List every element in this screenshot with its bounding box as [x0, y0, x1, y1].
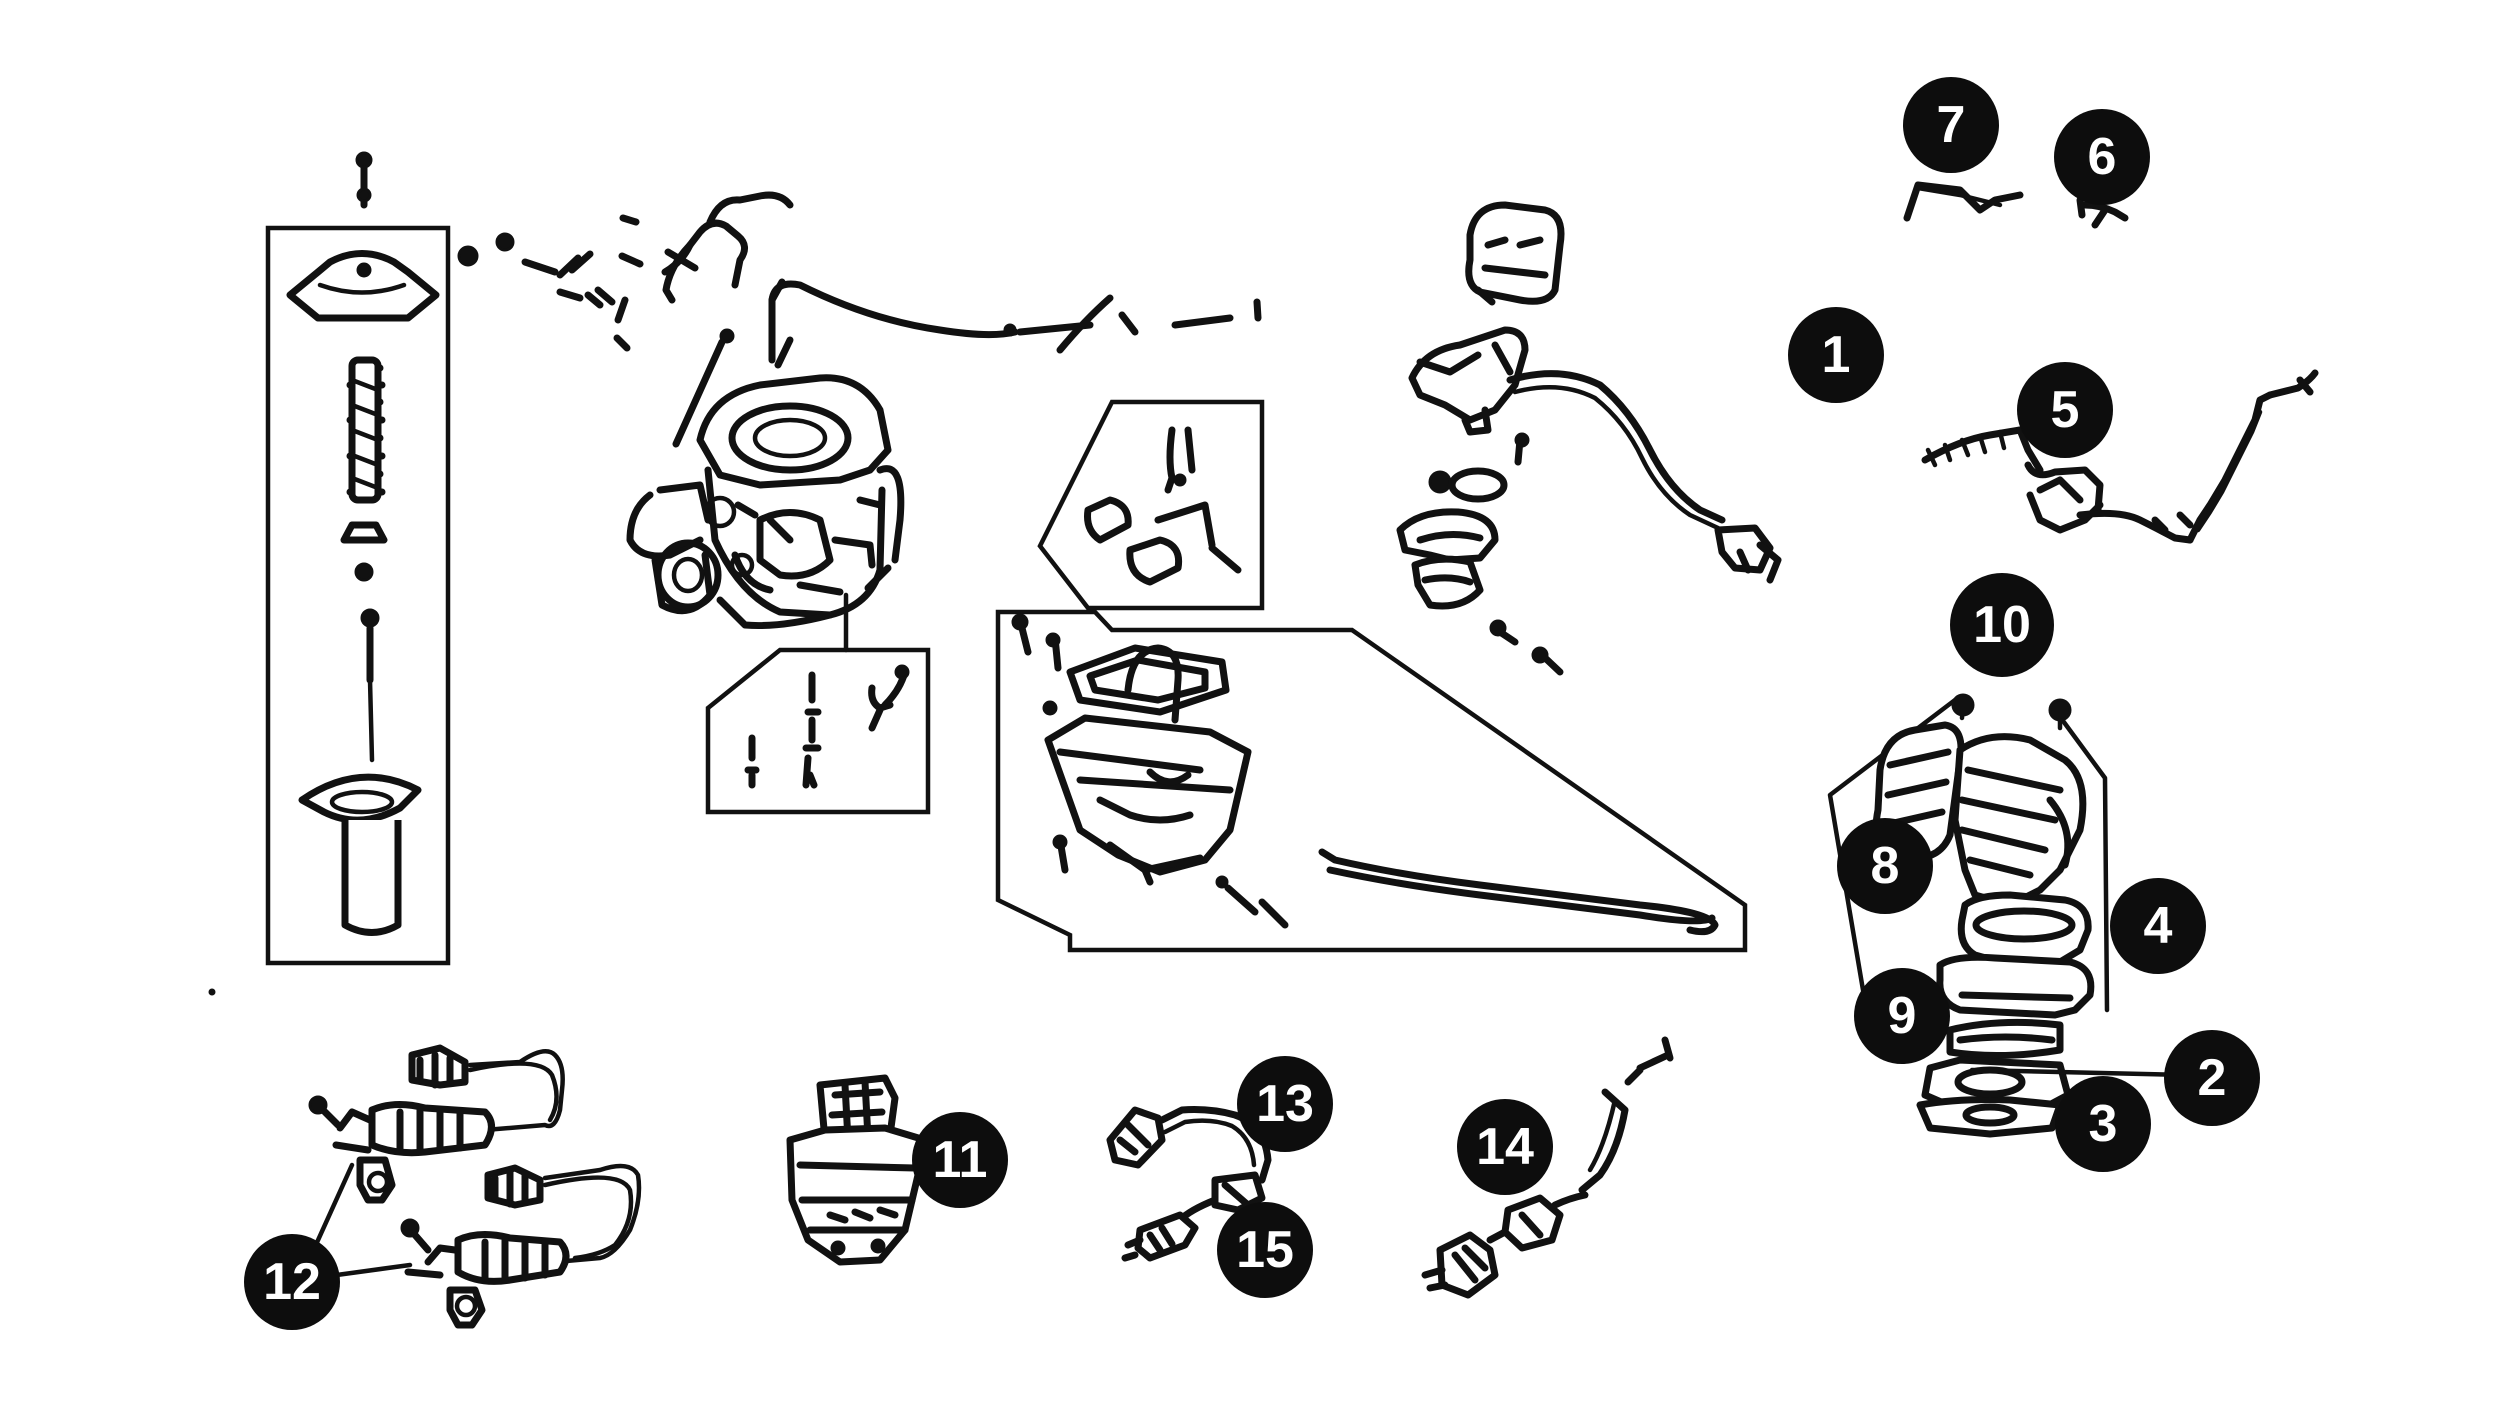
part-11-regulator: [786, 1074, 929, 1266]
callout-14: 14: [1457, 1099, 1553, 1195]
callout-12: 12: [244, 1234, 340, 1330]
callout-8: 8: [1837, 818, 1933, 914]
svg-text:15: 15: [1236, 1221, 1294, 1279]
callout-9: 9: [1854, 968, 1950, 1064]
float-bowl-assembly: [995, 609, 1748, 953]
callout-4: 4: [2110, 878, 2206, 974]
svg-text:13: 13: [1256, 1075, 1314, 1133]
svg-text:10: 10: [1973, 596, 2031, 654]
svg-text:3: 3: [2089, 1095, 2118, 1153]
part-5-cable: [1921, 369, 2319, 544]
part-14-wire-lead: [1421, 1036, 1674, 1299]
part-12-fuel-filters: [297, 1044, 642, 1329]
callout-13: 13: [1237, 1056, 1333, 1152]
callout-15: 15: [1217, 1202, 1313, 1298]
svg-text:14: 14: [1476, 1118, 1534, 1176]
callout-10: 10: [1950, 573, 2054, 677]
callout-3: 3: [2055, 1076, 2151, 1172]
part-13-15-sensor: [1106, 1106, 1272, 1262]
callout-6: 6: [2054, 109, 2150, 205]
svg-text:6: 6: [2088, 128, 2117, 186]
callout-5: 5: [2017, 362, 2113, 458]
float-needle-assembly: [1037, 399, 1265, 611]
jets-assembly: [705, 592, 931, 815]
callout-2: 2: [2164, 1030, 2260, 1126]
choke-plunger-assembly: [1396, 201, 1782, 676]
svg-text:11: 11: [933, 1131, 988, 1189]
svg-text:9: 9: [1888, 987, 1917, 1045]
svg-text:4: 4: [2144, 897, 2173, 955]
top-small-parts: [457, 191, 794, 352]
callout-7: 7: [1903, 77, 1999, 173]
stray-dot: [208, 988, 216, 996]
svg-text:1: 1: [1822, 326, 1851, 384]
svg-text:8: 8: [1871, 837, 1900, 895]
diaphragm-slide-assembly: [265, 151, 451, 966]
callout-1: 1: [1788, 307, 1884, 403]
svg-text:12: 12: [263, 1253, 321, 1311]
svg-text:5: 5: [2051, 381, 2080, 439]
callout-11: 11: [912, 1112, 1008, 1208]
callouts: 1 2 3 4 5 6 7 8 9 10 11 12 13 14 15: [244, 77, 2260, 1330]
svg-text:2: 2: [2198, 1049, 2227, 1107]
intake-manifold-assembly: [1827, 693, 2191, 1138]
carburetor-body: [626, 278, 1262, 630]
svg-text:7: 7: [1937, 96, 1966, 154]
part-7-6-clips: [1903, 181, 2129, 229]
